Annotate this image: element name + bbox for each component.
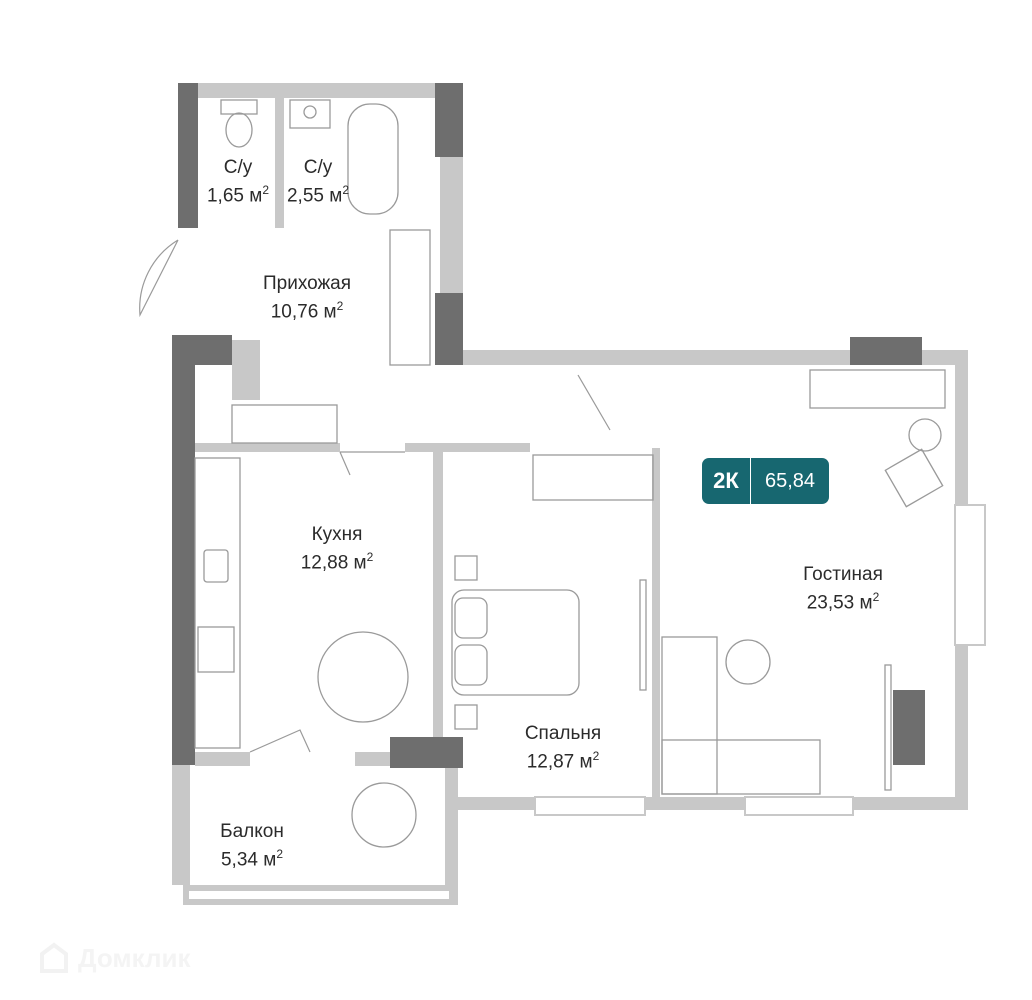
- house-logo-icon: [40, 942, 68, 973]
- apartment-badge: 2К 65,84: [702, 458, 829, 504]
- apartment-area: 65,84: [764, 469, 816, 492]
- windows: [187, 504, 986, 901]
- furniture: [194, 99, 946, 848]
- load-bearing-walls: [172, 83, 925, 768]
- watermark-text: Домклик: [78, 942, 191, 973]
- apartment-type: 2К: [702, 458, 751, 504]
- watermark: Домклик: [38, 942, 190, 974]
- door-swings: [139, 239, 611, 753]
